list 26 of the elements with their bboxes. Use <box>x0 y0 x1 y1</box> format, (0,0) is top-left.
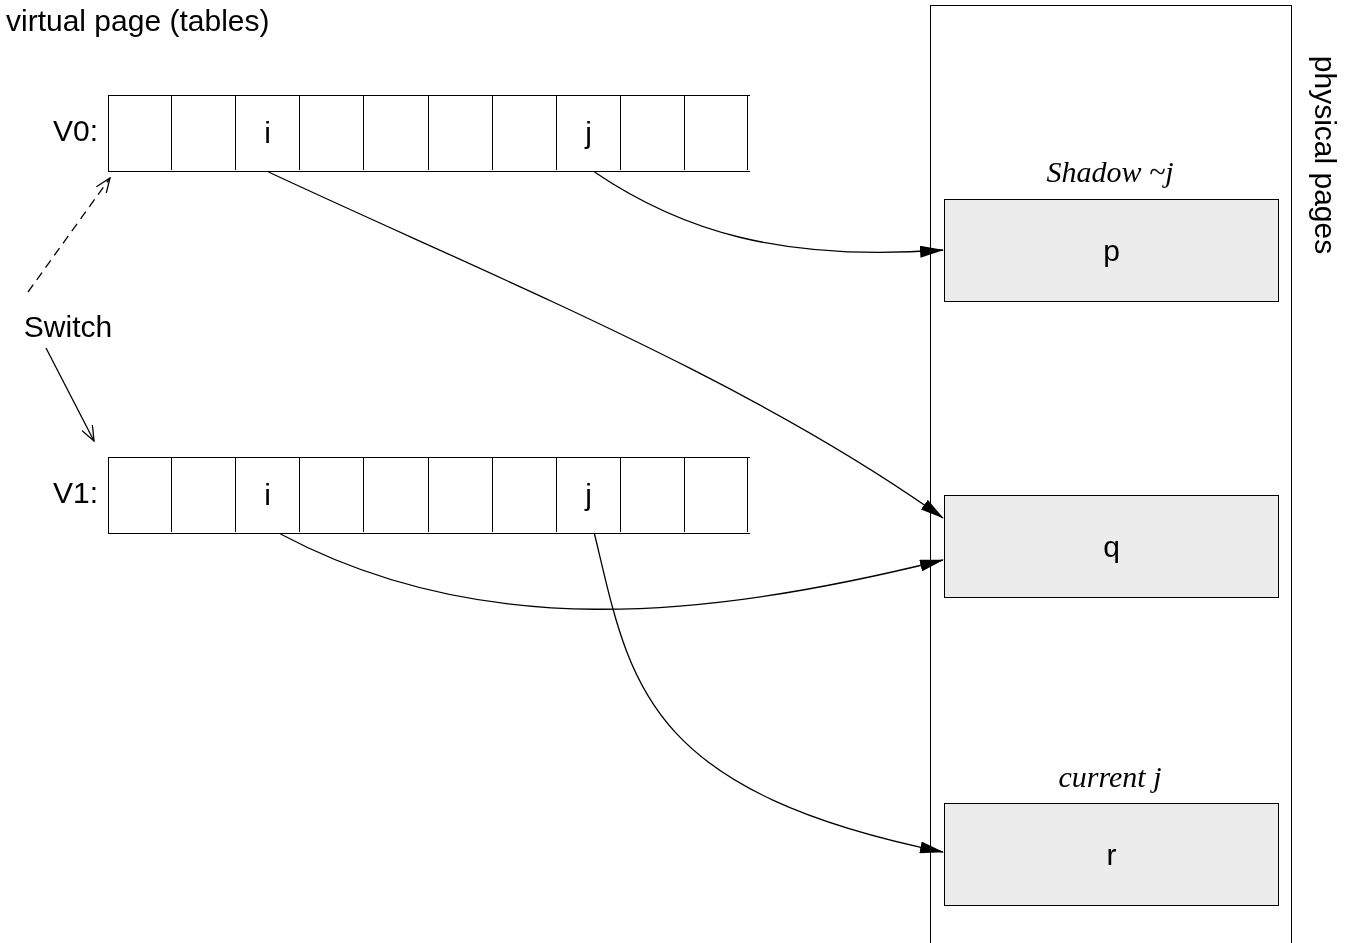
page-label: p <box>1103 233 1120 268</box>
switch-label: Switch <box>23 310 113 344</box>
page-frame <box>944 495 1279 598</box>
arrow <box>267 171 944 519</box>
arrow <box>27 177 111 293</box>
table-label: V0: <box>52 114 98 148</box>
arrow <box>279 533 944 610</box>
memory-column <box>930 5 1292 943</box>
page-frame <box>944 199 1279 302</box>
page-frame <box>944 803 1279 906</box>
arrow <box>45 347 95 442</box>
page-label: q <box>1103 529 1120 564</box>
page-caption: Shadow ~j <box>1046 155 1174 189</box>
page-table <box>108 95 750 172</box>
entry-label: j <box>585 116 592 151</box>
arrow <box>593 533 944 853</box>
table-label: V1: <box>52 476 98 510</box>
column-label: physical pages <box>1308 55 1342 255</box>
entry-label: i <box>264 478 271 513</box>
entry-label: j <box>585 478 592 513</box>
page-label: r <box>1106 837 1117 872</box>
diagram-title: virtual page (tables) <box>6 4 270 38</box>
page-table <box>108 457 750 534</box>
arrow <box>593 171 944 258</box>
page-caption: current j <box>1058 760 1162 794</box>
entry-label: i <box>264 116 271 151</box>
